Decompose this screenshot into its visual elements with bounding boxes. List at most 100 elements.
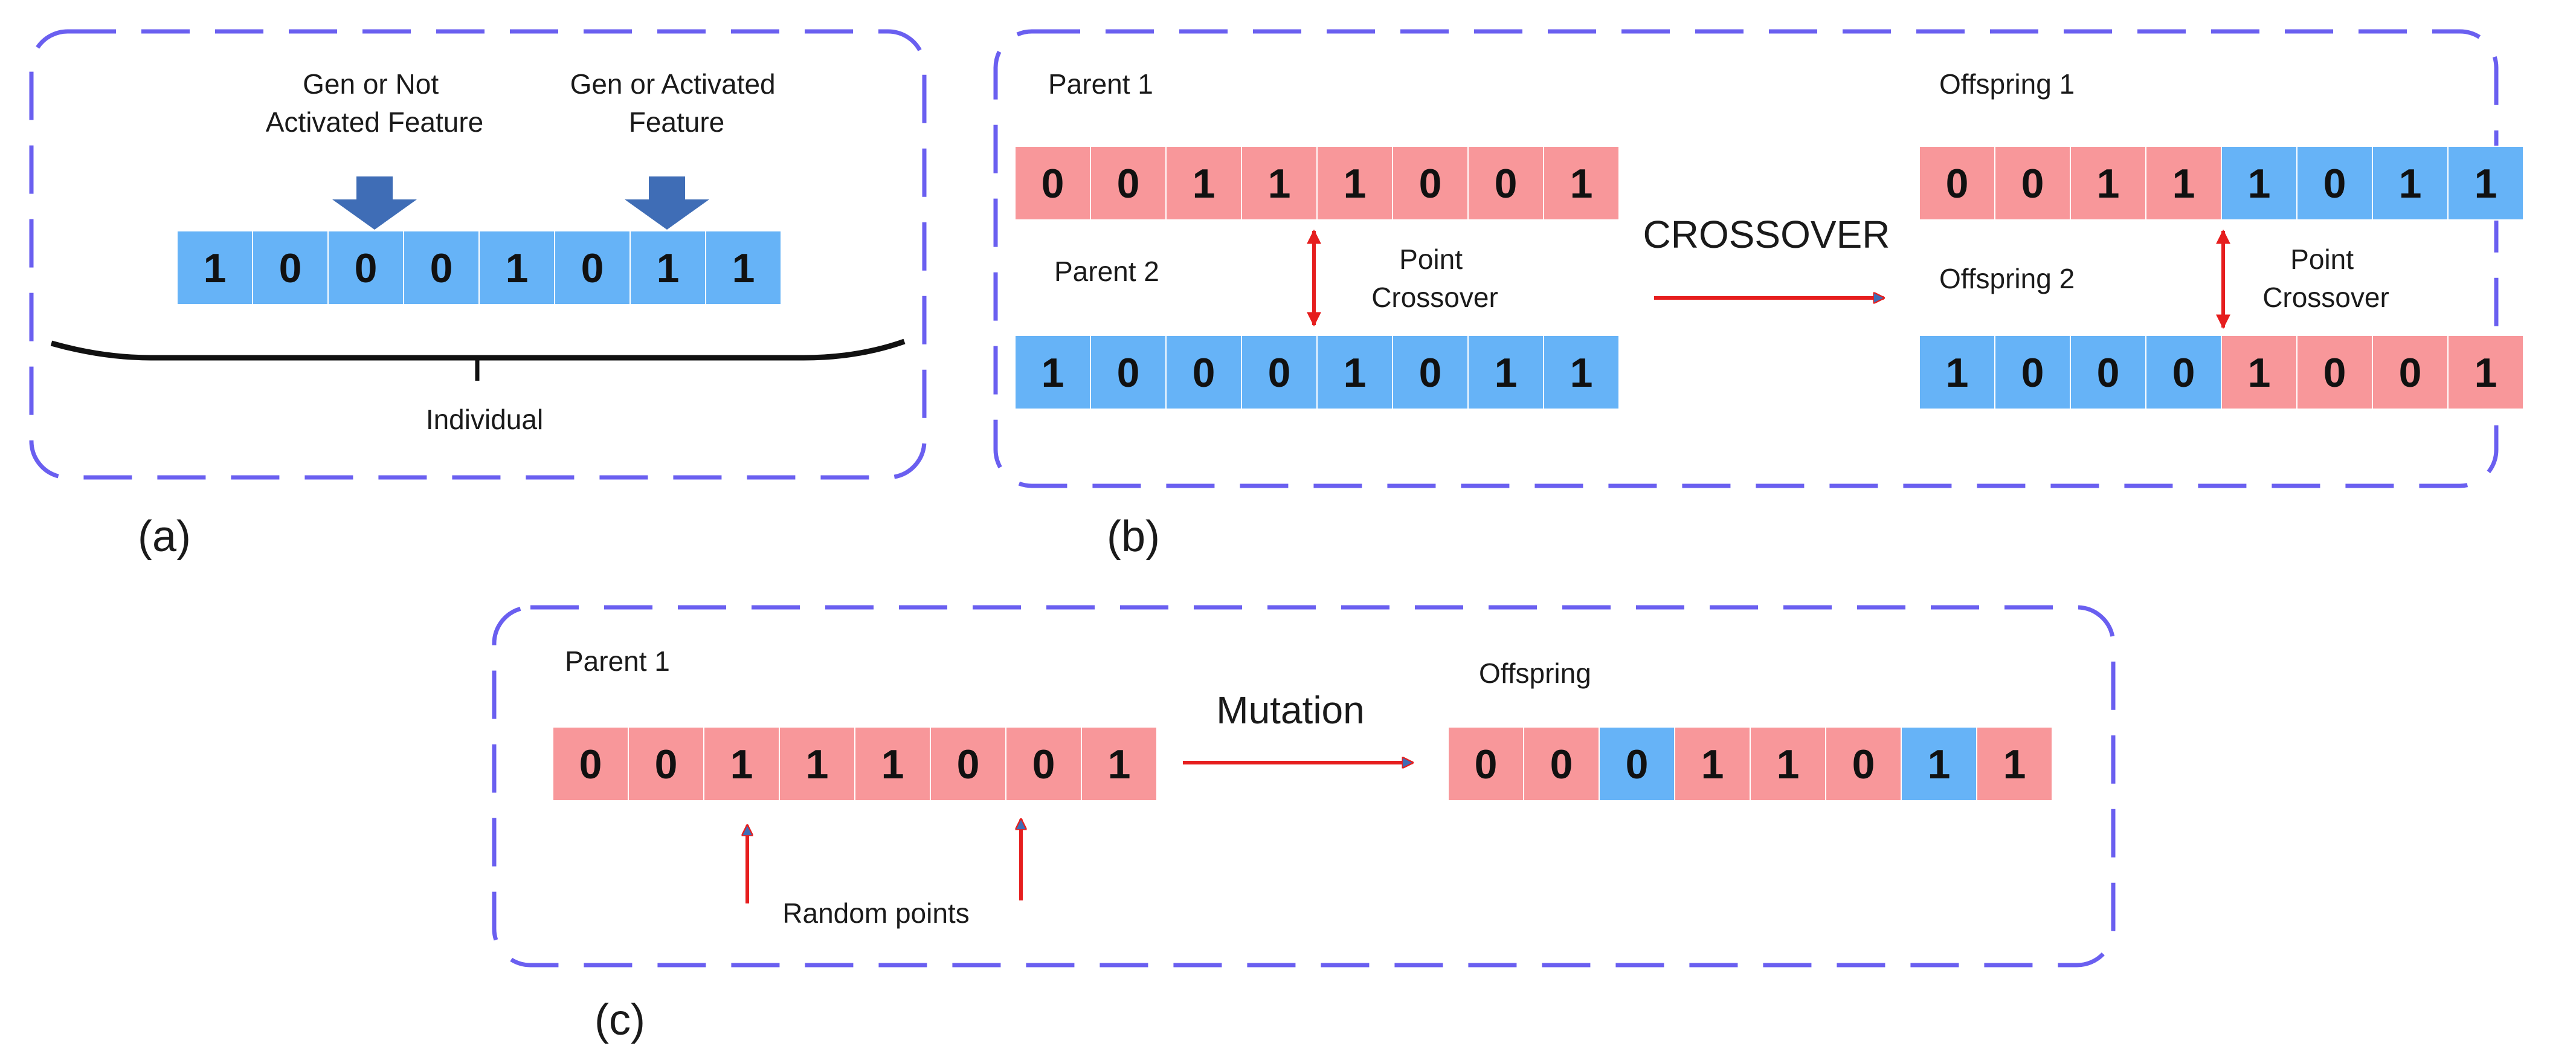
bit-cell <box>176 230 253 305</box>
bit-cell <box>1543 146 1620 221</box>
bit-value: 0 <box>1626 742 1649 787</box>
bit-value: 0 <box>1550 742 1573 787</box>
panel-a: Gen or Not Activated Feature Gen or Acti… <box>29 29 927 561</box>
down-arrow-icon <box>625 176 709 230</box>
random-points-label: Random points <box>782 897 969 929</box>
bit-value: 0 <box>2021 161 2044 207</box>
label-activated: Gen or Activated Feature <box>570 68 784 138</box>
bit-cell <box>2447 146 2524 221</box>
bit-cell <box>403 230 480 305</box>
bit-value: 0 <box>279 245 302 291</box>
parent2-label: Parent 2 <box>1054 256 1159 287</box>
bit-cell <box>1750 726 1826 801</box>
bit-cell <box>1014 335 1091 410</box>
point-crossover-line-2: Crossover <box>1371 282 1498 313</box>
bit-cell <box>854 726 931 801</box>
bit-value: 1 <box>2003 742 2026 787</box>
parent1-label: Parent 1 <box>1048 68 1153 100</box>
bit-value: 0 <box>430 245 453 291</box>
bit-value: 0 <box>1117 350 1140 396</box>
bit-cell <box>552 726 629 801</box>
label-activated-line-2: Feature <box>629 106 725 138</box>
bit-cell <box>705 230 782 305</box>
offspring2-label: Offspring 2 <box>1939 263 2075 294</box>
label-not-activated-line-1: Gen or Not <box>303 68 439 100</box>
bit-value: 0 <box>1268 350 1291 396</box>
bit-value: 0 <box>581 245 604 291</box>
bit-value: 0 <box>1042 161 1064 207</box>
bit-value: 1 <box>2399 161 2422 207</box>
bit-cell <box>1241 335 1318 410</box>
bit-value: 1 <box>1344 350 1367 396</box>
caption-b: (b) <box>1107 512 1160 561</box>
bit-cell <box>554 230 631 305</box>
bit-cell <box>2070 146 2146 221</box>
point-crossover-2-line-1: Point <box>2290 244 2354 275</box>
label-not-activated-line-2: Activated Feature <box>266 106 484 138</box>
panel-c-frame <box>492 605 2116 968</box>
point-crossover-label: Point Crossover <box>1371 244 1498 313</box>
bit-value: 0 <box>2172 350 2195 396</box>
bit-cell <box>1392 146 1469 221</box>
bit-value: 1 <box>2475 161 2497 207</box>
bit-cell <box>1825 726 1902 801</box>
bit-cell <box>478 230 555 305</box>
bit-value: 0 <box>1032 742 1055 787</box>
bit-cell <box>1901 726 1977 801</box>
bit-value: 1 <box>1495 350 1518 396</box>
bit-value: 1 <box>806 742 829 787</box>
bit-value: 1 <box>1108 742 1131 787</box>
point-crossover-label-2: Point Crossover <box>2262 244 2389 313</box>
caption-c: (c) <box>594 996 645 1044</box>
bit-cell <box>703 726 780 801</box>
bit-value: 0 <box>1475 742 1498 787</box>
panel-b-frame <box>993 29 2499 488</box>
bit-value: 1 <box>506 245 529 291</box>
bit-value: 1 <box>2248 350 2271 396</box>
panel-a-frame <box>29 29 927 480</box>
bit-cell <box>1392 335 1469 410</box>
bit-value: 0 <box>579 742 602 787</box>
bit-cell <box>628 726 704 801</box>
individual-label: Individual <box>426 404 543 435</box>
bit-value: 1 <box>1268 161 1291 207</box>
bit-cell <box>1674 726 1751 801</box>
down-arrow-icon <box>332 176 417 230</box>
bit-value: 1 <box>1946 350 1969 396</box>
bit-value: 1 <box>1701 742 1724 787</box>
bit-cell <box>1994 146 2071 221</box>
bit-cell <box>2447 335 2524 410</box>
bit-cell <box>2296 146 2373 221</box>
bit-cell <box>2145 335 2222 410</box>
bit-value: 1 <box>1344 161 1367 207</box>
bit-cell <box>252 230 329 305</box>
bit-value: 1 <box>2475 350 2497 396</box>
bit-cell <box>1976 726 2053 801</box>
bit-value: 0 <box>2021 350 2044 396</box>
bit-cell <box>1316 146 1393 221</box>
bit-value: 0 <box>355 245 378 291</box>
bit-cell <box>630 230 706 305</box>
bit-value: 0 <box>1852 742 1875 787</box>
bit-cell <box>1165 146 1242 221</box>
bit-cell <box>1014 146 1091 221</box>
bit-cell <box>1919 335 1995 410</box>
bit-value: 1 <box>2097 161 2120 207</box>
bit-cell <box>1316 335 1393 410</box>
bit-value: 0 <box>2323 350 2346 396</box>
bit-value: 1 <box>881 742 904 787</box>
panel-b: Parent 1 0 0 1 1 1 0 0 1 Parent 2 1 0 0 0 1 0 1 1 Poin… <box>993 29 2524 561</box>
bit-cell <box>930 726 1006 801</box>
bit-value: 1 <box>1928 742 1951 787</box>
bit-value: 0 <box>957 742 980 787</box>
bit-value: 0 <box>1946 161 1969 207</box>
offspring1-label: Offspring 1 <box>1939 68 2075 100</box>
bit-value: 1 <box>204 245 227 291</box>
bit-value: 0 <box>2323 161 2346 207</box>
crossover-label: CROSSOVER <box>1643 213 1890 256</box>
